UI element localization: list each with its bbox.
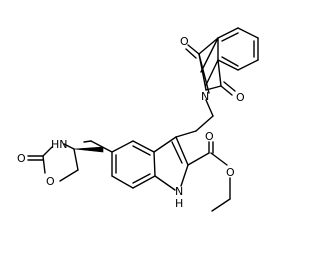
- imide-nitrogen-label: N: [201, 90, 209, 103]
- indole-nitrogen-label: N: [175, 185, 183, 198]
- ethyl-ester: [187, 141, 231, 212]
- oxazolidinone-carbonyl-oxygen-label: O: [17, 152, 26, 165]
- stereo-wedge-bond: [73, 146, 104, 153]
- indole-hydrogen-label: H: [175, 197, 183, 210]
- imide-oxygen-bottom-label: O: [236, 91, 245, 104]
- imide-ring-bonds: [185, 44, 236, 96]
- ethyl-linker: [175, 99, 214, 138]
- indole-pyrrole-ring: [153, 136, 189, 191]
- oxazolidinone-nh-label: HN: [51, 138, 68, 151]
- atom-labels: O N O O O N H HN O O: [17, 35, 245, 210]
- oxazolidinone-ring: [27, 143, 79, 182]
- imide-oxygen-top-label: O: [180, 35, 189, 48]
- indole-benzene-ring: [111, 140, 156, 189]
- phthalimide-benzene-ring: [217, 27, 259, 71]
- ester-alkoxy-oxygen-label: O: [226, 166, 235, 179]
- oxazolidinone-ring-oxygen-label: O: [46, 175, 55, 188]
- methylene-link: [83, 140, 113, 153]
- ester-carbonyl-oxygen-label: O: [205, 130, 214, 143]
- molecule-structure: O N O O O N H HN O O: [17, 27, 259, 212]
- bond-group: [27, 27, 259, 212]
